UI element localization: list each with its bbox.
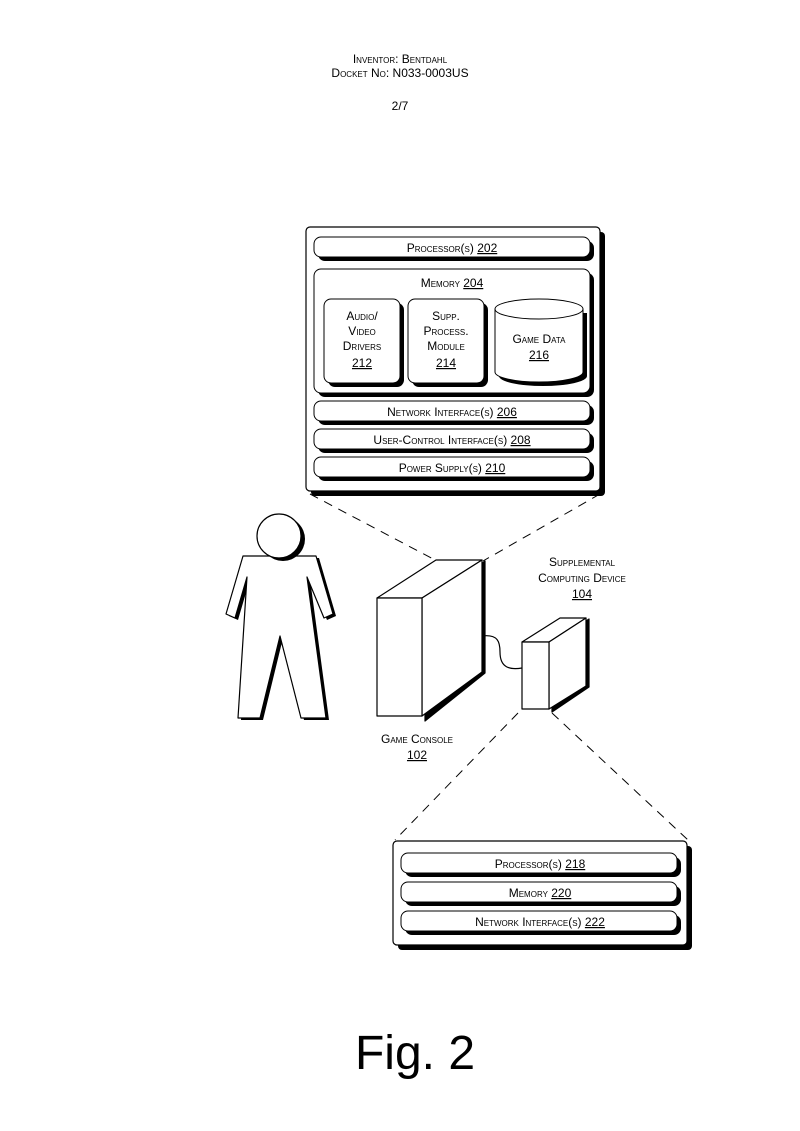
av-drivers-ref: 212 — [352, 356, 372, 370]
network-206-label: Network Interface(s) — [387, 405, 493, 419]
network-206-ref: 206 — [497, 405, 517, 419]
svg-text:Processor(s): Processor(s) 218 — [495, 857, 586, 871]
processor-202-block: Processor(s) 202 — [314, 237, 594, 261]
svg-text:Power Supply(s): Power Supply(s) 210 — [399, 461, 506, 475]
supplemental-line2: Computing Device — [538, 571, 626, 585]
game-data-label: Game Data — [512, 332, 566, 346]
connection-cable — [482, 636, 522, 669]
device-components-box: Processor(s) 218 Memory 220 Network Inte… — [393, 841, 692, 950]
supp-module-line2: Process. — [423, 324, 468, 338]
svg-text:Network Interface(s): Network Interface(s) 222 — [475, 915, 605, 929]
svg-text:Memory 220: Memory 220 — [509, 886, 572, 900]
network-222-ref: 222 — [585, 915, 605, 929]
power-210-label: Power Supply(s) — [399, 461, 482, 475]
supp-module-214-block: Supp. Process. Module 214 — [408, 299, 488, 387]
svg-text:Memory 204: Memory 204 — [421, 276, 484, 290]
console-label-ref: 102 — [407, 748, 427, 762]
processor-202-ref: 202 — [477, 241, 497, 255]
console-components-box: Processor(s) 202 Memory 204 Audio/ Video… — [306, 227, 605, 496]
user-control-208-label: User-Control Interface(s) — [373, 433, 507, 447]
svg-text:User-Control Interface(s): User-Control Interface(s) 208 — [373, 433, 530, 447]
network-222-label: Network Interface(s) — [475, 915, 581, 929]
processor-218-block: Processor(s) 218 — [401, 853, 681, 877]
game-data-ref: 216 — [529, 348, 549, 362]
user-control-208-ref: 208 — [511, 433, 531, 447]
memory-220-block: Memory 220 — [401, 882, 681, 906]
supplemental-ref: 104 — [572, 587, 592, 601]
processor-218-label: Processor(s) — [495, 857, 562, 871]
user-figure — [226, 514, 336, 720]
processor-218-ref: 218 — [565, 857, 585, 871]
memory-204-ref: 204 — [463, 276, 483, 290]
game-console-device — [377, 560, 485, 721]
memory-220-label: Memory — [509, 886, 549, 900]
av-drivers-line3: Drivers — [343, 339, 381, 353]
network-interface-206-block: Network Interface(s) 206 — [314, 401, 594, 425]
supp-module-line3: Module — [427, 339, 465, 353]
memory-204-block: Memory 204 Audio/ Video Drivers 212 Supp… — [314, 269, 594, 397]
supplemental-line1: Supplemental — [549, 555, 616, 569]
power-210-ref: 210 — [485, 461, 505, 475]
console-label-line1: Game Console — [381, 732, 453, 746]
power-supply-210-block: Power Supply(s) 210 — [314, 457, 594, 481]
supplemental-computing-device — [522, 618, 589, 712]
svg-text:Processor(s): Processor(s) 202 — [407, 241, 498, 255]
supplemental-device-label: Supplemental Computing Device 104 — [538, 555, 626, 601]
memory-220-ref: 220 — [551, 886, 571, 900]
svg-text:Network Interface(s): Network Interface(s) 206 — [387, 405, 517, 419]
av-drivers-line2: Video — [348, 324, 376, 338]
figure-caption: Fig. 2 — [15, 1026, 800, 1081]
supp-module-line1: Supp. — [432, 309, 460, 323]
user-control-208-block: User-Control Interface(s) 208 — [314, 429, 594, 453]
processor-202-label: Processor(s) — [407, 241, 474, 255]
game-console-label: Game Console 102 — [381, 732, 453, 762]
network-interface-222-block: Network Interface(s) 222 — [401, 911, 681, 935]
av-drivers-line1: Audio/ — [346, 309, 378, 323]
game-data-216-cylinder: Game Data 216 — [495, 299, 587, 386]
console-callout-lines — [310, 494, 600, 561]
supp-module-ref: 214 — [436, 356, 456, 370]
av-drivers-212-block: Audio/ Video Drivers 212 — [324, 299, 404, 387]
memory-204-label: Memory — [421, 276, 461, 290]
